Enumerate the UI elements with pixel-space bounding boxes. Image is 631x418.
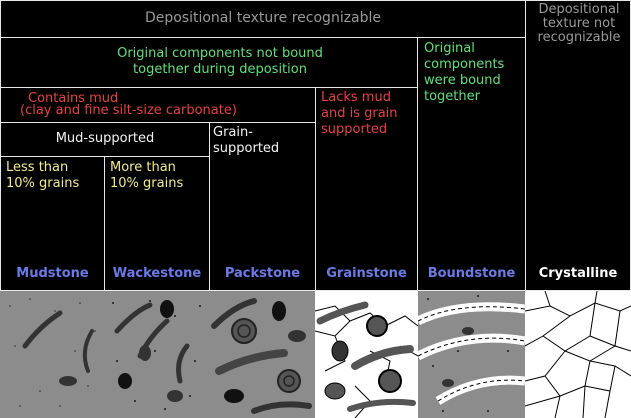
grain-supported-text: Grain-supported xyxy=(213,125,280,156)
less-than-text: Less than 10% grains xyxy=(6,160,80,191)
boundstone-texture xyxy=(418,291,525,418)
mud-speckles xyxy=(9,298,96,407)
header-recognizable-text: Depositional texture recognizable xyxy=(144,10,382,26)
lacks-mud-text: Lacks mud and is grain supported xyxy=(321,90,398,137)
header-not-recognizable-text: Depositional texture not recognizable xyxy=(537,2,621,45)
grainstone-texture xyxy=(315,291,418,418)
rock-name-mudstone: Mudstone xyxy=(16,266,89,281)
rock-name-grainstone: Grainstone xyxy=(326,266,407,281)
more-than-text: More than 10% grains xyxy=(110,160,184,191)
rock-name-boundstone: Boundstone xyxy=(427,266,516,281)
more-than-box xyxy=(104,156,210,291)
not-bound-text: Original components not bound together d… xyxy=(117,46,323,77)
contains-mud-detail-text: (clay and fine silt-size carbonate) xyxy=(20,103,237,118)
bound-text: Original components were bound together xyxy=(424,41,505,104)
mudstone-texture xyxy=(0,291,105,418)
rock-name-crystalline: Crystalline xyxy=(538,266,618,281)
rock-name-wackestone: Wackestone xyxy=(112,266,202,281)
rock-name-packstone: Packstone xyxy=(224,266,301,281)
crystalline-texture xyxy=(525,291,631,418)
mud-supported-text: Mud-supported xyxy=(55,131,155,146)
contains-mud-text: Contains mud xyxy=(28,91,119,106)
wackestone-texture xyxy=(105,291,209,418)
packstone-texture xyxy=(209,291,315,418)
